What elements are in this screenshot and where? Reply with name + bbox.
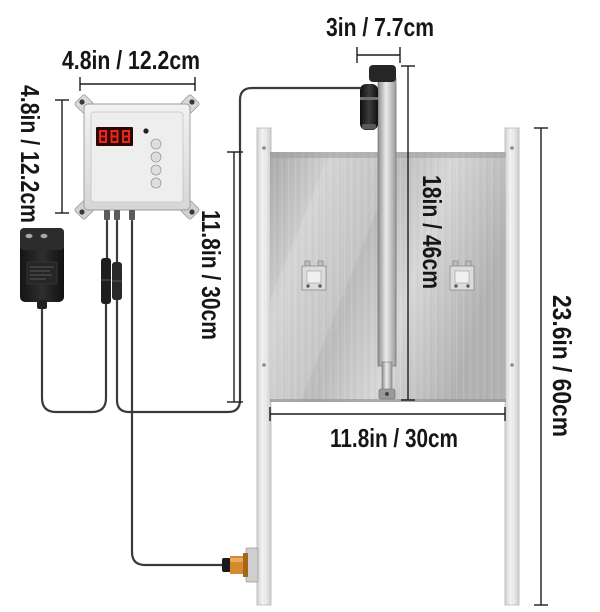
proximity-sensor: [222, 547, 259, 583]
led-digit: [110, 130, 119, 143]
dimension-line-actuator-width: [356, 47, 401, 63]
adapter-rating-label: [26, 261, 58, 285]
label-door-panel-width: 11.8in / 30cm: [330, 423, 458, 453]
dimension-labels: 3in / 7.7cm 4.8in / 12.2cm 4.8in / 12.2c…: [15, 12, 577, 453]
cable-gland: [129, 210, 135, 220]
dimension-lines: [55, 47, 548, 606]
label-controller-height: 4.8in / 12.2cm: [15, 85, 45, 223]
door-panel-highlight: [270, 152, 400, 402]
cable-connectors: [101, 258, 122, 304]
dimension-line-door-panel-width: [269, 407, 506, 421]
clevis-pin-icon: [385, 392, 389, 396]
cable-gland: [104, 210, 110, 220]
led-digit: [99, 130, 107, 143]
actuator-motor: [360, 84, 378, 130]
cables: [40, 86, 362, 567]
label-door-panel-height: 11.8in / 30cm: [196, 210, 226, 340]
adapter-cable: [40, 302, 108, 414]
mounting-hole-icon: [79, 209, 85, 215]
actuator-rod: [381, 361, 393, 393]
label-actuator-width: 3in / 7.7cm: [326, 12, 434, 42]
dimension-line-controller-width: [79, 77, 196, 91]
control-box-front-panel: [90, 111, 184, 203]
screw-icon: [466, 284, 470, 288]
screw-icon: [454, 284, 458, 288]
screw-icon: [318, 284, 322, 288]
right-rail-hole: [510, 363, 514, 367]
control-box: [74, 94, 200, 220]
label-actuator-length: 18in / 46cm: [417, 175, 447, 289]
motor-cable: [115, 86, 362, 414]
panel-bracket-right: [449, 260, 475, 291]
label-controller-width: 4.8in / 12.2cm: [62, 45, 200, 75]
left-rail-hole: [262, 146, 266, 150]
dimension-line-controller-height: [55, 99, 69, 214]
left-rail-hole: [262, 363, 266, 367]
mounting-hole-icon: [189, 209, 195, 215]
right-rail-hole: [510, 146, 514, 150]
dimension-line-frame-height: [534, 127, 548, 606]
dimension-line-actuator-length: [401, 65, 415, 401]
actuator-tube: [377, 77, 397, 367]
indicator-dot-icon: [143, 128, 149, 134]
plug-pin-icon: [25, 233, 33, 239]
linear-actuator: [360, 65, 397, 400]
panel-bracket-left: [301, 260, 327, 291]
adapter-strain-relief: [37, 300, 47, 309]
control-button: [150, 177, 162, 189]
screw-icon: [306, 284, 310, 288]
control-button: [150, 138, 162, 150]
actuator-top-cap: [369, 65, 396, 82]
motor-band: [360, 97, 378, 100]
sensor-body-highlight: [230, 558, 248, 562]
led-digits: [99, 130, 130, 143]
mounting-hole-icon: [79, 99, 85, 105]
power-adapter: [20, 228, 64, 309]
connector-left: [101, 258, 111, 304]
adapter-plug-face: [20, 228, 64, 250]
sensor-nut: [243, 553, 248, 577]
control-button: [150, 151, 162, 163]
control-button: [150, 164, 162, 176]
plug-pin-icon: [40, 233, 48, 239]
mounting-hole-icon: [189, 99, 195, 105]
motor-end-cap: [362, 124, 376, 129]
door-frame: [256, 127, 520, 606]
sensor-cable: [130, 219, 224, 567]
led-digit: [122, 130, 130, 143]
cable-gland: [114, 210, 120, 220]
sensor-tip: [222, 558, 231, 572]
dimension-line-door-panel-height: [227, 151, 243, 403]
door-panel-bottom-edge: [270, 399, 506, 402]
label-frame-height: 23.6in / 60cm: [547, 295, 577, 437]
